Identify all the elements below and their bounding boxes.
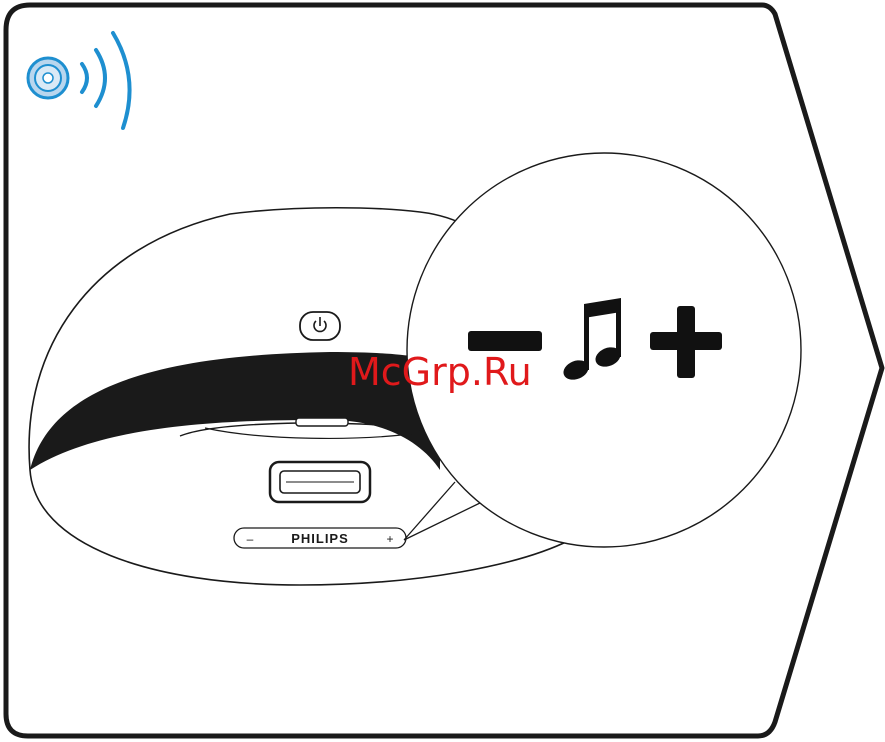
volume-down-label[interactable]: – xyxy=(247,532,254,546)
dock-connector xyxy=(270,462,370,502)
control-strip: – PHILIPS + xyxy=(234,528,406,548)
volume-up-label[interactable]: + xyxy=(386,532,393,546)
dock-slot xyxy=(296,418,348,426)
philips-logo: PHILIPS xyxy=(291,531,349,546)
watermark: McGrp.Ru xyxy=(348,350,532,394)
minus-symbol xyxy=(468,331,542,351)
power-button[interactable] xyxy=(300,312,340,340)
